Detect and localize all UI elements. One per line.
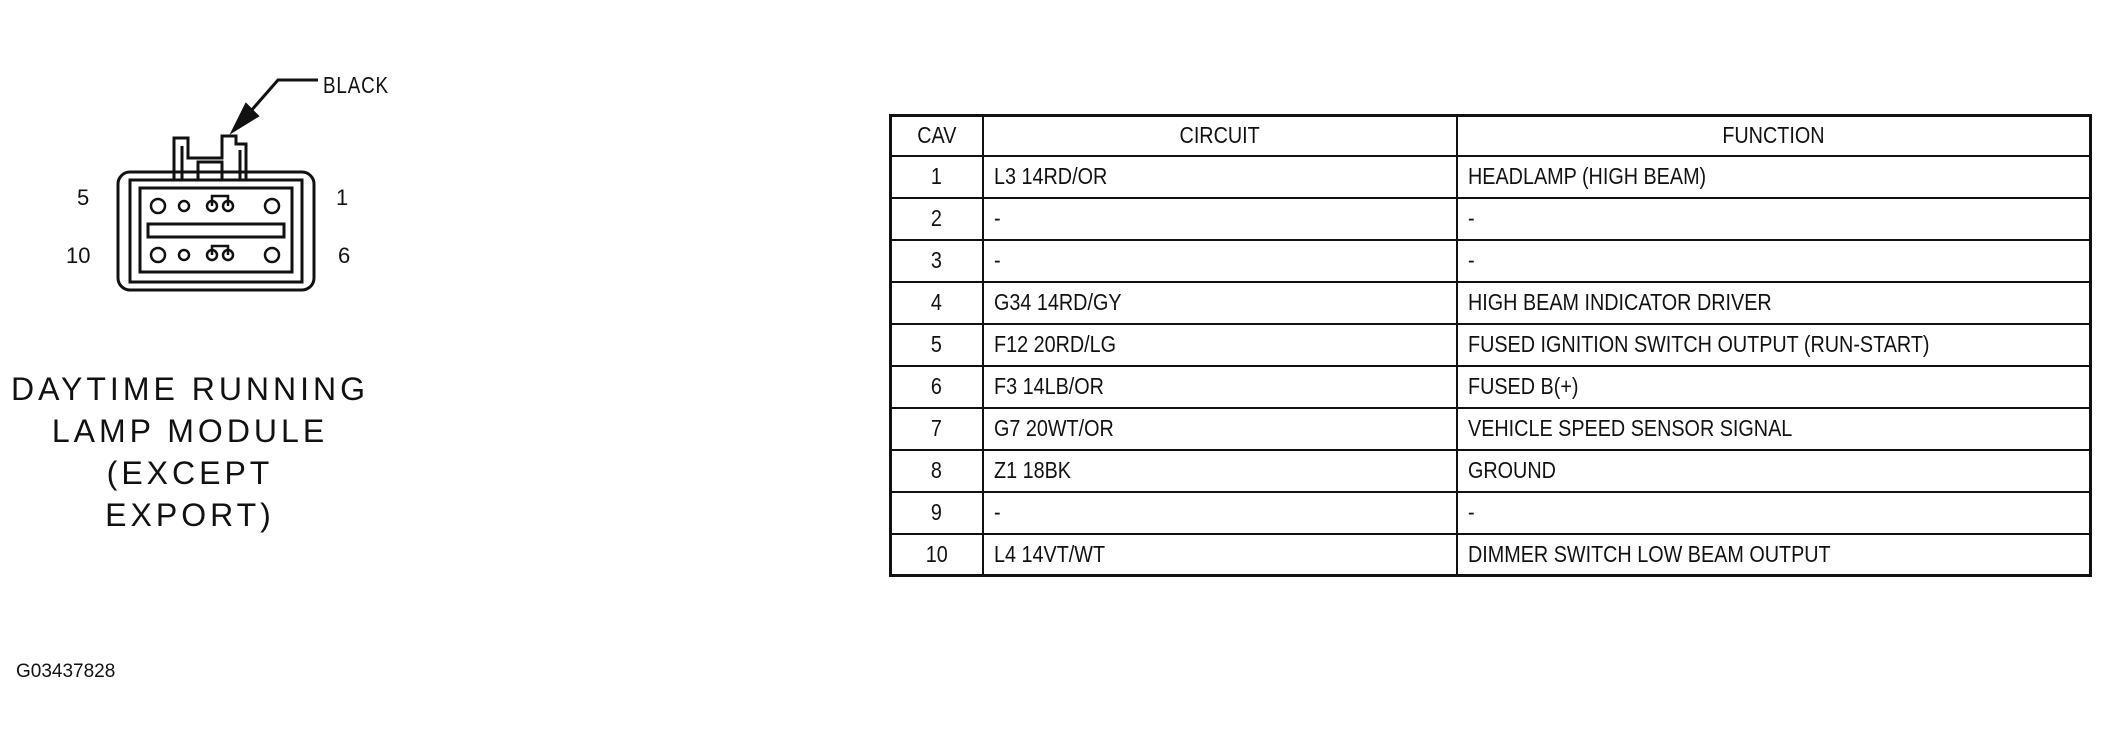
connector-diagram: BLACK 5 10 1 6 DAYTIME RUNNING LAMP MODU…: [0, 0, 860, 752]
connector-cavity-frame: [138, 186, 294, 274]
function-cell: FUSED B(+): [1455, 364, 2092, 409]
connector-face-drawing: [116, 78, 318, 292]
module-title-line: LAMP MODULE: [51, 413, 329, 449]
cav-cell: 6: [889, 364, 984, 409]
arrow-head: [229, 102, 260, 135]
function-cell: FUSED IGNITION SWITCH OUTPUT (RUN-START): [1455, 322, 2092, 367]
function-cell: DIMMER SWITCH LOW BEAM OUTPUT: [1455, 532, 2092, 577]
figure-id: G03437828: [16, 661, 116, 682]
circuit-cell: F3 14LB/OR: [981, 364, 1458, 409]
circuit-cell: F12 20RD/LG: [981, 322, 1458, 367]
table-row: 6 F3 14LB/OR FUSED B(+): [889, 364, 2092, 409]
connector-color-label: BLACK: [323, 72, 389, 98]
cav-cell: 4: [889, 280, 984, 325]
module-title-line: DAYTIME RUNNING: [10, 371, 370, 407]
module-title-line: EXPORT): [105, 497, 275, 533]
header-function: FUNCTION: [1455, 114, 2092, 157]
table-row: 5 F12 20RD/LG FUSED IGNITION SWITCH OUTP…: [889, 322, 2092, 367]
cav-cell: 5: [889, 322, 984, 367]
pinout-table: CAV CIRCUIT FUNCTION 1 L3 14RD/OR HEADLA…: [889, 114, 2092, 577]
header-circuit: CIRCUIT: [981, 114, 1458, 157]
function-cell: HIGH BEAM INDICATOR DRIVER: [1455, 280, 2092, 325]
header-cav: CAV: [889, 114, 984, 157]
function-cell: -: [1455, 196, 2092, 241]
latch-tab: [196, 160, 224, 182]
cav-cell: 9: [889, 490, 984, 535]
function-cell: -: [1455, 238, 2092, 283]
module-title-line: (EXCEPT: [106, 455, 274, 491]
cav-cell: 8: [889, 448, 984, 493]
function-cell: GROUND: [1455, 448, 2092, 493]
circuit-cell: G7 20WT/OR: [981, 406, 1458, 451]
table-row: 3 - -: [889, 238, 2092, 283]
cav-cell: 2: [889, 196, 984, 241]
function-cell: VEHICLE SPEED SENSOR SIGNAL: [1455, 406, 2092, 451]
table-row: 10 L4 14VT/WT DIMMER SWITCH LOW BEAM OUT…: [889, 532, 2092, 577]
pin-label-bottom-right: 6: [338, 243, 351, 268]
table-row: 4 G34 14RD/GY HIGH BEAM INDICATOR DRIVER: [889, 280, 2092, 325]
cav-cell: 10: [889, 532, 984, 577]
function-cell: HEADLAMP (HIGH BEAM): [1455, 154, 2092, 199]
circuit-cell: G34 14RD/GY: [981, 280, 1458, 325]
pin-cavities-bottom: [149, 244, 281, 264]
circuit-cell: -: [981, 238, 1458, 283]
function-cell: -: [1455, 490, 2092, 535]
center-key-bar: [146, 222, 286, 239]
circuit-cell: Z1 18BK: [981, 448, 1458, 493]
table-row: 9 - -: [889, 490, 2092, 535]
pin-cavities-top: [149, 194, 281, 215]
table-row: 7 G7 20WT/OR VEHICLE SPEED SENSOR SIGNAL: [889, 406, 2092, 451]
cav-cell: 1: [889, 154, 984, 199]
color-leader-line: [248, 78, 318, 113]
pin-label-top-right: 1: [336, 185, 349, 210]
module-title: DAYTIME RUNNING LAMP MODULE (EXCEPT EXPO…: [0, 368, 380, 536]
circuit-cell: -: [981, 490, 1458, 535]
pin-label-bottom-left: 10: [66, 243, 91, 268]
connector-latch: [172, 134, 248, 180]
circuit-cell: -: [981, 196, 1458, 241]
table-header-row: CAV CIRCUIT FUNCTION: [889, 114, 2092, 157]
circuit-cell: L4 14VT/WT: [981, 532, 1458, 577]
circuit-cell: L3 14RD/OR: [981, 154, 1458, 199]
table-row: 1 L3 14RD/OR HEADLAMP (HIGH BEAM): [889, 154, 2092, 199]
table-row: 8 Z1 18BK GROUND: [889, 448, 2092, 493]
cav-cell: 7: [889, 406, 984, 451]
pin-label-top-left: 5: [77, 185, 90, 210]
connector-outer-shell: [116, 170, 316, 292]
table-row: 2 - -: [889, 196, 2092, 241]
cav-cell: 3: [889, 238, 984, 283]
